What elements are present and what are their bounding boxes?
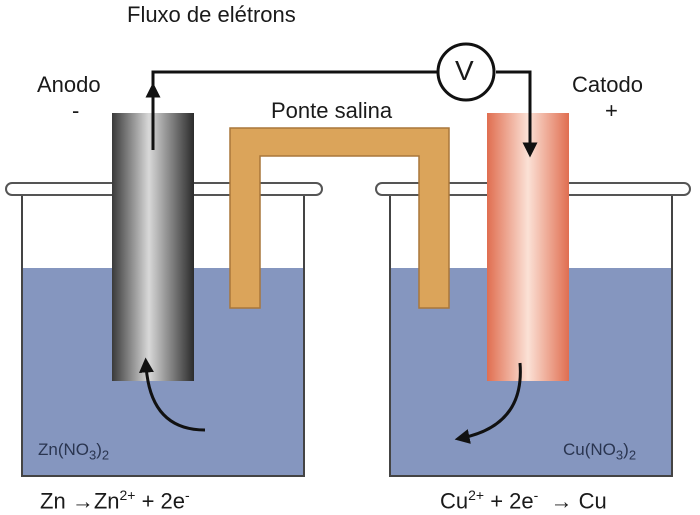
copper-ion-arrow	[454, 362, 522, 444]
copper-electrode	[487, 113, 569, 381]
cathode-sign: +	[605, 98, 618, 123]
right-solution-label: Cu(NO3)2	[563, 440, 637, 463]
salt-bridge-label: Ponte salina	[271, 98, 393, 123]
left-solution-label: Zn(NO3)2	[38, 440, 110, 463]
voltmeter-symbol: V	[455, 55, 474, 86]
electron-flow-title: Fluxo de elétrons	[127, 2, 296, 27]
zinc-ion-arrow	[138, 357, 206, 432]
copper-reduction-equation: Cu2+ + 2e- → Cu	[440, 487, 607, 514]
salt-bridge	[229, 127, 450, 309]
zinc-electrode	[112, 113, 194, 381]
anode-sign: -	[72, 98, 80, 123]
anode-label: Anodo	[37, 72, 101, 97]
cathode-label: Catodo	[572, 72, 643, 97]
zinc-oxidation-equation: Zn →Zn2+ + 2e-	[40, 487, 190, 514]
voltmeter-icon	[436, 42, 496, 102]
external-wire	[151, 70, 437, 150]
